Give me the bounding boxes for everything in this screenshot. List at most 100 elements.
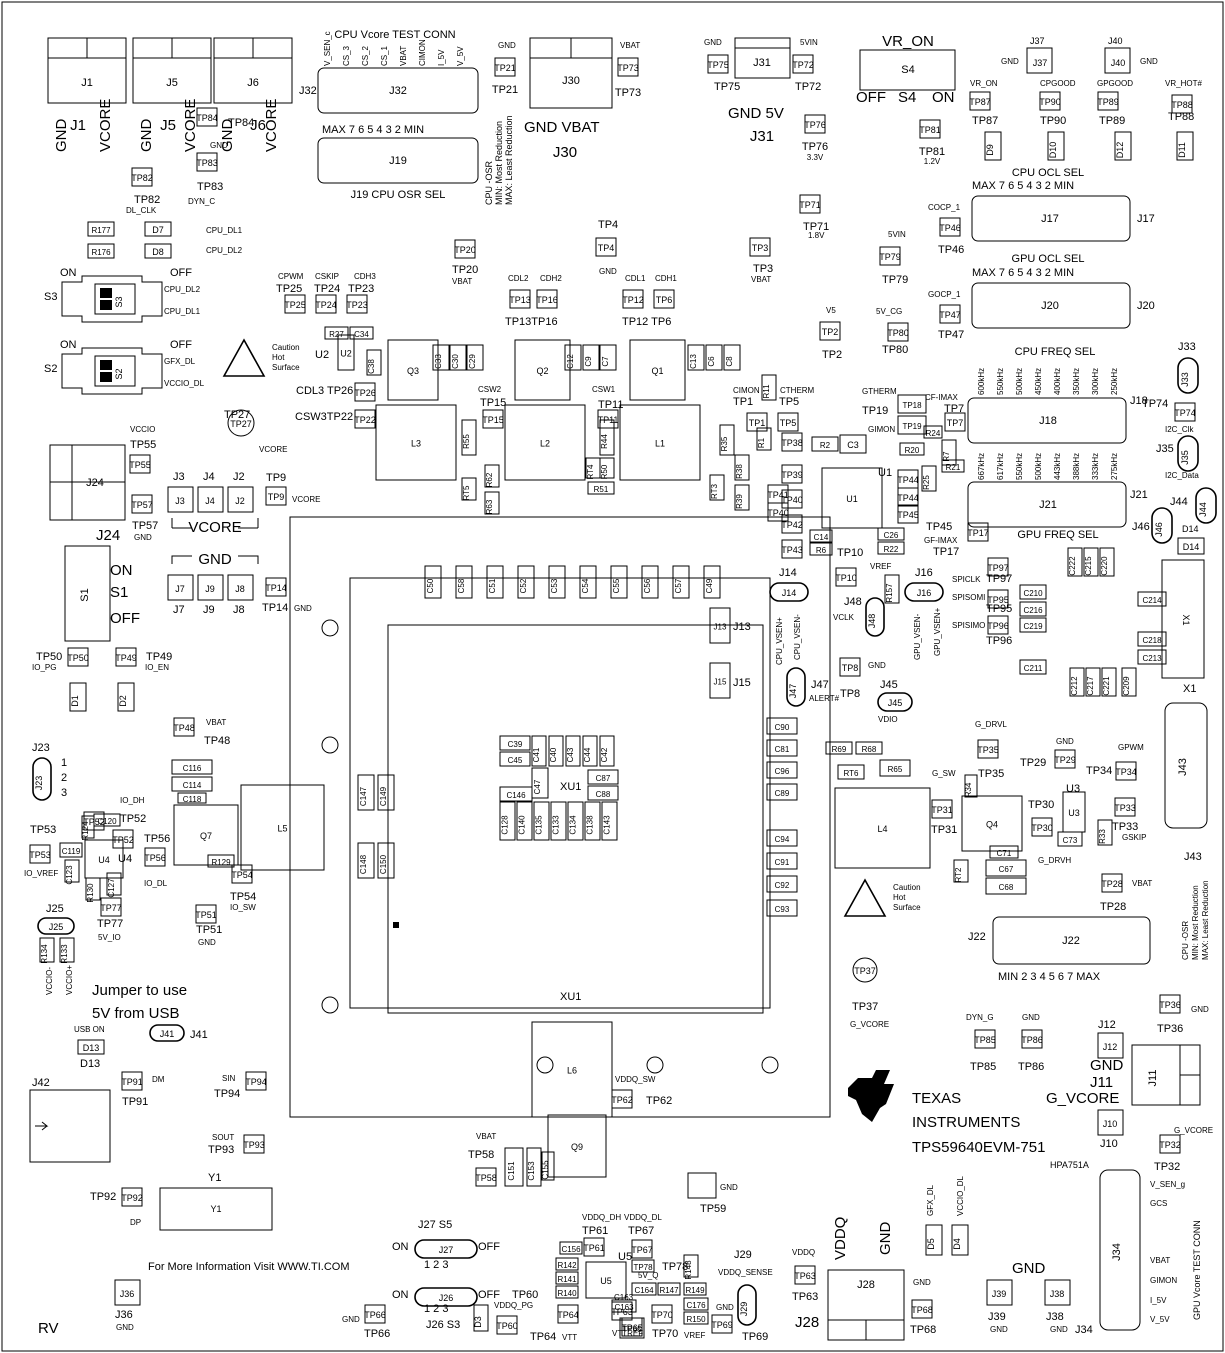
test-point-net: IO_VREF xyxy=(24,869,58,878)
component-c96 xyxy=(766,761,798,779)
test-point-tp27 xyxy=(227,409,255,437)
test-point-ref: TP96 xyxy=(986,635,1012,647)
connector-ref: J20 xyxy=(1041,300,1059,312)
component-r148 xyxy=(683,1254,699,1278)
component-ref: C212 xyxy=(1070,676,1079,696)
test-point-tp25 xyxy=(284,294,306,314)
component-r177 xyxy=(87,221,115,237)
component-ref: R33 xyxy=(1098,829,1107,844)
jumper-ref: J36 xyxy=(120,1289,135,1299)
component-r134 xyxy=(39,937,55,963)
test-point-net: VBAT xyxy=(476,1132,496,1141)
test-point-ref: TP70 xyxy=(652,1328,678,1340)
component-ref: C156 xyxy=(561,1245,581,1254)
component-c148 xyxy=(357,842,375,879)
pin-label: G_VCORE xyxy=(1046,1090,1119,1107)
test-point-tp66 xyxy=(364,1304,386,1324)
jumper-j12 xyxy=(1097,1032,1124,1059)
test-point-ref: TP31 xyxy=(931,805,953,815)
component-ref: C29 xyxy=(468,354,477,369)
test-point-ref: TP62 xyxy=(611,1095,633,1105)
component-ref: D13 xyxy=(83,1043,100,1053)
switch-state: OFF xyxy=(170,339,192,351)
jumper-j25 xyxy=(37,917,75,935)
test-point-ref: TP17 xyxy=(933,546,959,558)
test-point-net: CSKIP xyxy=(315,272,339,281)
net-label: GND xyxy=(1050,1325,1068,1334)
jumper-j46 xyxy=(1151,507,1173,544)
note-label: MIN: Most Reduction xyxy=(494,121,504,205)
test-point-net: DL_CLK xyxy=(126,206,157,215)
component-ref: R50 xyxy=(600,464,609,479)
test-point-ref: TP79 xyxy=(882,274,908,286)
component-c87 xyxy=(587,769,619,785)
test-point-net: GND xyxy=(1191,1005,1209,1014)
jumper-j39 xyxy=(986,1279,1013,1306)
jumper-ref: J38 xyxy=(1046,1311,1064,1323)
jumper-j7 xyxy=(167,574,194,601)
component-r150 xyxy=(683,1311,709,1325)
component-c216 xyxy=(1019,601,1047,617)
test-point-ref: TP7 xyxy=(947,418,964,428)
test-point-net: CDH3 xyxy=(354,272,376,281)
component-ref: Q4 xyxy=(986,820,998,830)
component-ref: C57 xyxy=(674,578,683,593)
test-point-tp17 xyxy=(967,522,989,542)
component-c52 xyxy=(517,565,535,599)
jumper-j37 xyxy=(1026,47,1053,74)
component-ref: C151 xyxy=(507,1161,516,1181)
pin-number: 2 xyxy=(61,772,67,784)
component-ref: C88 xyxy=(596,790,611,799)
test-point-tp7 xyxy=(944,412,966,432)
test-point-ref: TP73 xyxy=(617,63,639,73)
component-ref: C43 xyxy=(566,747,575,762)
jumper-ref: J35 xyxy=(1156,443,1174,455)
component-ref: U5 xyxy=(618,1251,632,1263)
component-ref: R149 xyxy=(685,1286,705,1295)
jumper-j35 xyxy=(1177,435,1199,472)
test-point-net: GND xyxy=(913,1278,931,1287)
freq-label: 500kHz xyxy=(1015,368,1024,395)
test-point-ref: TP3 xyxy=(752,243,769,253)
test-point-net: IO_EN xyxy=(145,663,169,672)
test-point-net: CDL2 xyxy=(508,274,529,283)
test-point-ref: TP54 xyxy=(231,870,253,880)
component-r147 xyxy=(657,1282,681,1296)
component-r7 xyxy=(941,439,957,466)
component-l5 xyxy=(240,784,325,871)
component-c38 xyxy=(366,349,382,376)
component-r1 xyxy=(756,427,772,451)
pin-label: GND xyxy=(138,119,155,153)
component-ref: R22 xyxy=(884,545,899,554)
component-ref: C119 xyxy=(62,847,81,856)
jumper-ref: J37 xyxy=(1030,36,1045,46)
connector-title: GPU OCL SEL xyxy=(1012,253,1085,265)
jumper-j10 xyxy=(1097,1109,1124,1136)
component-ref: C91 xyxy=(775,858,790,867)
net-label: GND xyxy=(1001,57,1019,66)
test-point-tp72 xyxy=(792,54,814,74)
component-d11 xyxy=(1176,131,1194,161)
component-ref: C92 xyxy=(775,881,790,890)
test-point-net: GND xyxy=(1056,737,1074,746)
pin-label: VBAT xyxy=(1150,1256,1170,1265)
test-point-ref: TP57 xyxy=(131,500,153,510)
component-c68 xyxy=(985,877,1027,895)
component-ref: C30 xyxy=(451,354,460,369)
mount-hole xyxy=(321,996,339,1014)
jumper-j4 xyxy=(197,486,224,513)
component-c41 xyxy=(531,735,547,767)
test-point-ref: TP93 xyxy=(208,1144,234,1156)
test-point-ref: TP2 xyxy=(822,327,839,337)
component-c220 xyxy=(1099,547,1115,577)
connector-ref: J34 xyxy=(1111,1243,1123,1261)
test-point-tp43 xyxy=(781,539,803,559)
jumper-ref: J26 S3 xyxy=(426,1319,460,1331)
test-point-net: 5V_Q xyxy=(638,1271,658,1280)
test-point-ref: TP82 xyxy=(134,194,160,206)
jumper-j38 xyxy=(1044,1279,1071,1306)
switch-state: ON xyxy=(60,267,77,279)
test-point-ref: TP76 xyxy=(802,141,828,153)
test-point-ref: TP46 xyxy=(939,223,961,233)
